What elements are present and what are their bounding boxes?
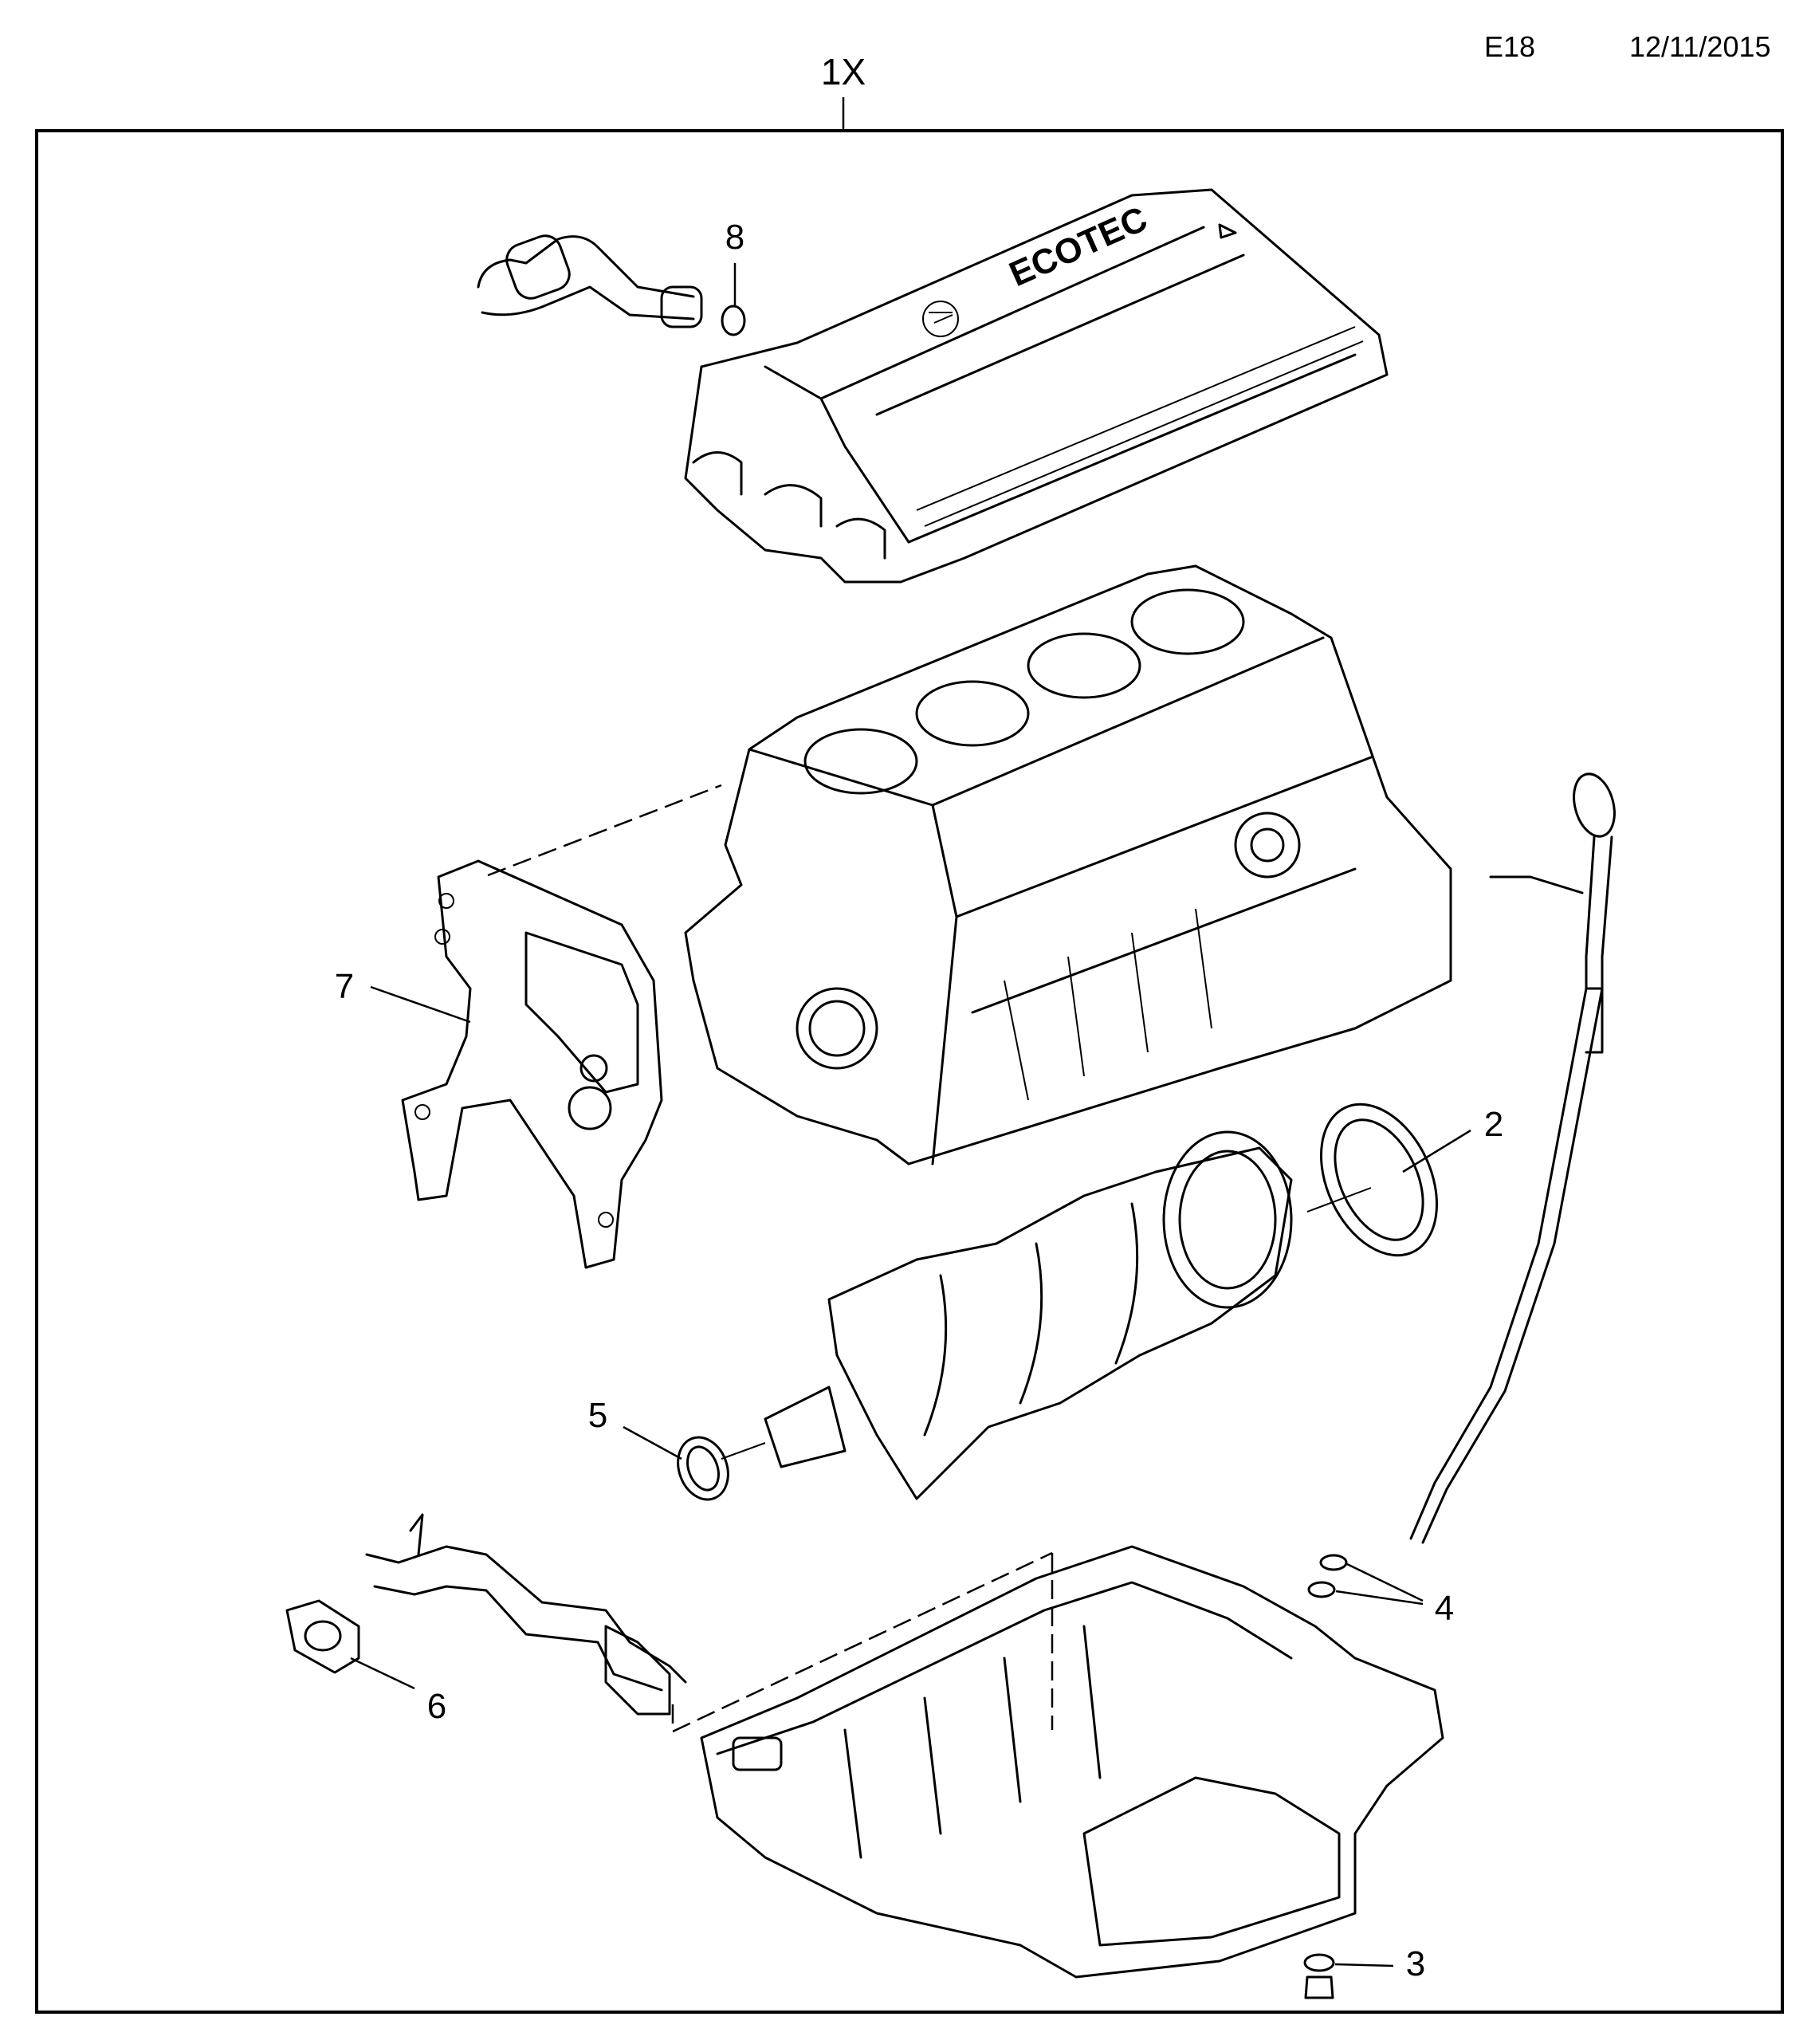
drawing-date: 12/11/2015 bbox=[1629, 30, 1771, 63]
drain-plug-washer bbox=[1303, 1953, 1335, 1972]
pickup-tube-gasket bbox=[285, 1599, 360, 1674]
callout-2: 2 bbox=[1484, 1105, 1503, 1144]
gasket-alignment-line bbox=[487, 784, 722, 877]
dipstick-o-ring-lower bbox=[1307, 1581, 1336, 1598]
dipstick-o-ring-upper bbox=[1319, 1554, 1348, 1571]
callout-8: 8 bbox=[725, 218, 744, 257]
leader-6 bbox=[350, 1657, 415, 1690]
crankshaft bbox=[764, 1130, 1293, 1500]
front-crank-seal bbox=[677, 1436, 729, 1501]
front-cover-gasket bbox=[401, 859, 663, 1269]
pickup-alignment-line-b bbox=[672, 1551, 1053, 1733]
leader-4-upper bbox=[1346, 1562, 1424, 1602]
oil-pan bbox=[700, 1545, 1444, 1979]
leader-4-lower bbox=[1335, 1590, 1424, 1606]
rear-main-seal bbox=[1319, 1103, 1439, 1257]
callout-5: 5 bbox=[588, 1396, 607, 1435]
leader-5 bbox=[623, 1425, 682, 1460]
leader-7 bbox=[370, 985, 471, 1024]
oil-pickup-tube bbox=[365, 1513, 687, 1716]
seal-center-line bbox=[1306, 1187, 1372, 1213]
engine-block bbox=[684, 564, 1452, 1165]
cam-cover: ECOTEC bbox=[684, 188, 1389, 584]
breather-seal-ring bbox=[721, 305, 746, 336]
drawing-code: E18 bbox=[1484, 30, 1536, 63]
ecotec-logo-text: ECOTEC bbox=[1004, 199, 1153, 294]
leader-3 bbox=[1334, 1963, 1394, 1967]
front-seal-center-line bbox=[721, 1442, 766, 1460]
breather-hose bbox=[477, 234, 703, 328]
callout-4: 4 bbox=[1435, 1589, 1454, 1628]
leader-2 bbox=[1402, 1129, 1471, 1173]
assembly-label: 1X bbox=[821, 51, 866, 92]
oil-dipstick bbox=[1409, 772, 1616, 1544]
callout-7: 7 bbox=[335, 967, 354, 1006]
callout-6: 6 bbox=[427, 1687, 446, 1726]
callout-3: 3 bbox=[1406, 1944, 1425, 1983]
drain-plug bbox=[1304, 1975, 1334, 1999]
assembly-frame bbox=[35, 129, 1784, 2014]
